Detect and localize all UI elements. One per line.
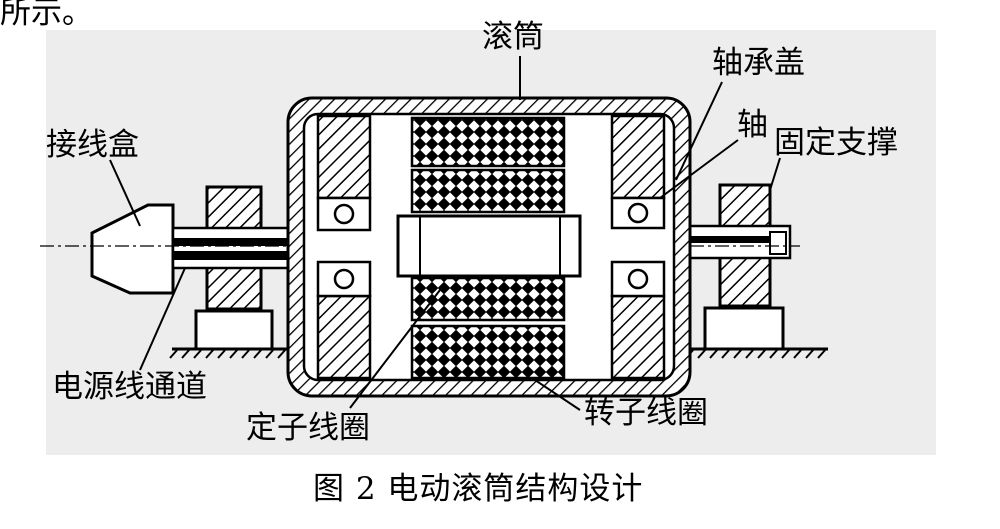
label-shaft: 轴 (737, 107, 768, 143)
leader-lines (109, 56, 781, 411)
stator-core (396, 214, 582, 278)
label-cable-channel: 电源线通道 (52, 369, 207, 405)
label-rotor-coil: 转子线圈 (584, 395, 708, 431)
top-text-fragment: 所示。 (0, 0, 93, 31)
label-drum: 滚筒 (482, 19, 544, 55)
rotor-coils (410, 116, 566, 380)
label-junction-box: 接线盒 (46, 127, 139, 163)
bearings (316, 196, 666, 298)
label-bearing-cover: 轴承盖 (712, 45, 805, 81)
label-stator-coil: 定子线圈 (246, 410, 370, 446)
label-fixed-support: 固定支撑 (774, 125, 898, 161)
figure-caption: 图 2 电动滚筒结构设计 (313, 471, 644, 507)
right-support (703, 183, 785, 351)
